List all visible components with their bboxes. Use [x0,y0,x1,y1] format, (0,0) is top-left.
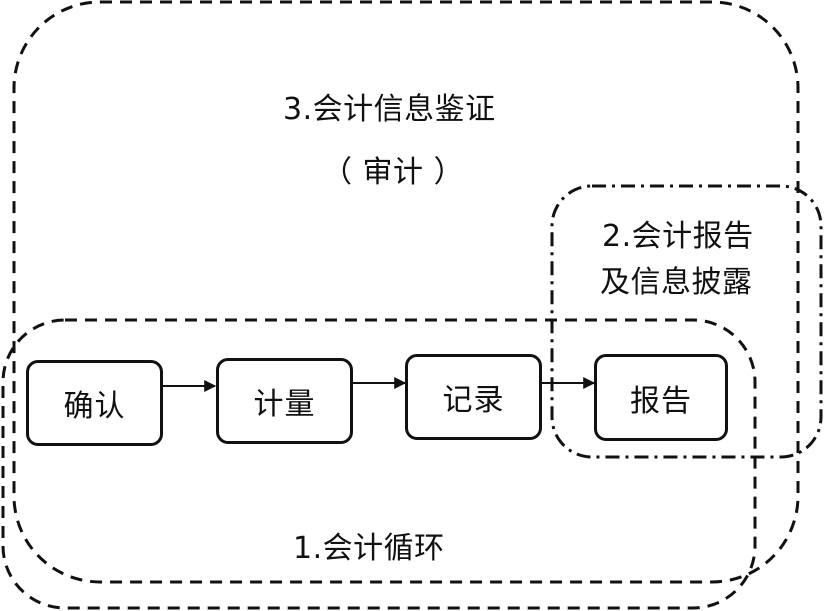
cycle-region-border [1,318,757,610]
node-measure: 计量 [216,358,353,444]
audit-region-title: 3.会计信息鉴证 [283,92,496,127]
node-report: 报告 [594,354,728,441]
audit-region-border [12,0,800,584]
reporting-region-title-line2: 及信息披露 [600,265,753,300]
cycle-region-title: 1.会计循环 [293,531,445,566]
node-confirm: 确认 [26,360,163,446]
node-record: 记录 [405,354,542,440]
audit-region-subtitle: （ 审计 ） [322,155,465,190]
reporting-region-title-line1: 2.会计报告 [602,219,754,254]
